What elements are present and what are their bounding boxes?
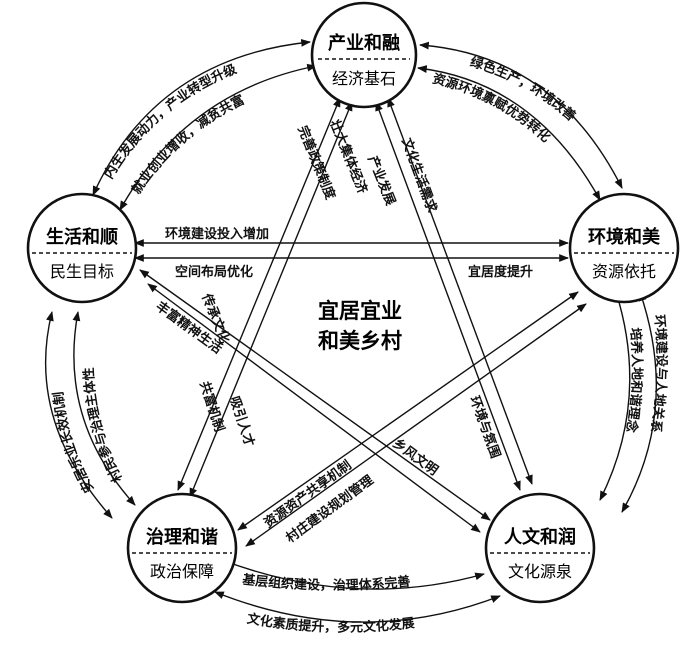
node-environment: 环境和美 资源依托 xyxy=(568,192,680,304)
label-env-cul-inner: 培养人地和谐理念 xyxy=(622,327,644,434)
label-live-env-top: 环境建设投入增加 xyxy=(165,226,269,242)
label-live-env-right: 宜居度提升 xyxy=(468,264,533,280)
center-title-line2: 和美乡村 xyxy=(318,329,402,353)
node-culture-subtitle: 文化源泉 xyxy=(508,562,572,581)
node-governance-subtitle: 政治保障 xyxy=(150,562,214,581)
label-gov-lower: 共富机制 xyxy=(196,379,227,433)
node-livelihood: 生活和顺 民生目标 xyxy=(26,192,138,304)
node-livelihood-title: 生活和顺 xyxy=(46,226,118,248)
label-gov-live-inner: 村民参与治理主体性 xyxy=(81,367,126,485)
label-ind-live-inner: 就业创业增收，减贫共富 xyxy=(128,92,247,197)
label-gov-lower-b: 吸引人才 xyxy=(226,394,257,448)
node-environment-title: 环境和美 xyxy=(588,226,660,248)
label-ind-cul-b: 文化生活需求 xyxy=(398,136,440,216)
star-links xyxy=(139,97,587,547)
node-environment-subtitle: 资源依托 xyxy=(592,262,656,281)
center-title-line1: 宜居宜业 xyxy=(318,299,402,323)
node-culture-title: 人文和润 xyxy=(504,526,576,548)
label-ind-cul-a: 产业发展 xyxy=(364,154,399,209)
label-live-cul-b: 乡风文明 xyxy=(390,435,441,479)
outer-links xyxy=(44,39,657,623)
node-governance: 治理和谐 政治保障 xyxy=(126,492,238,604)
label-cul-env: 环境与氛围 xyxy=(466,394,503,461)
node-industry: 产业和融 经济基石 xyxy=(310,1,418,109)
node-industry-subtitle: 经济基石 xyxy=(332,69,396,88)
node-culture: 人文和润 文化源泉 xyxy=(484,492,596,604)
label-live-env-left: 空间布局优化 xyxy=(175,264,253,280)
horizontal-links xyxy=(134,239,569,262)
label-cul-gov-inner: 文化素质提升，多元文化发展 xyxy=(246,611,417,636)
node-industry-title: 产业和融 xyxy=(328,32,400,54)
node-governance-title: 治理和谐 xyxy=(146,526,218,548)
node-livelihood-subtitle: 民生目标 xyxy=(50,262,114,281)
